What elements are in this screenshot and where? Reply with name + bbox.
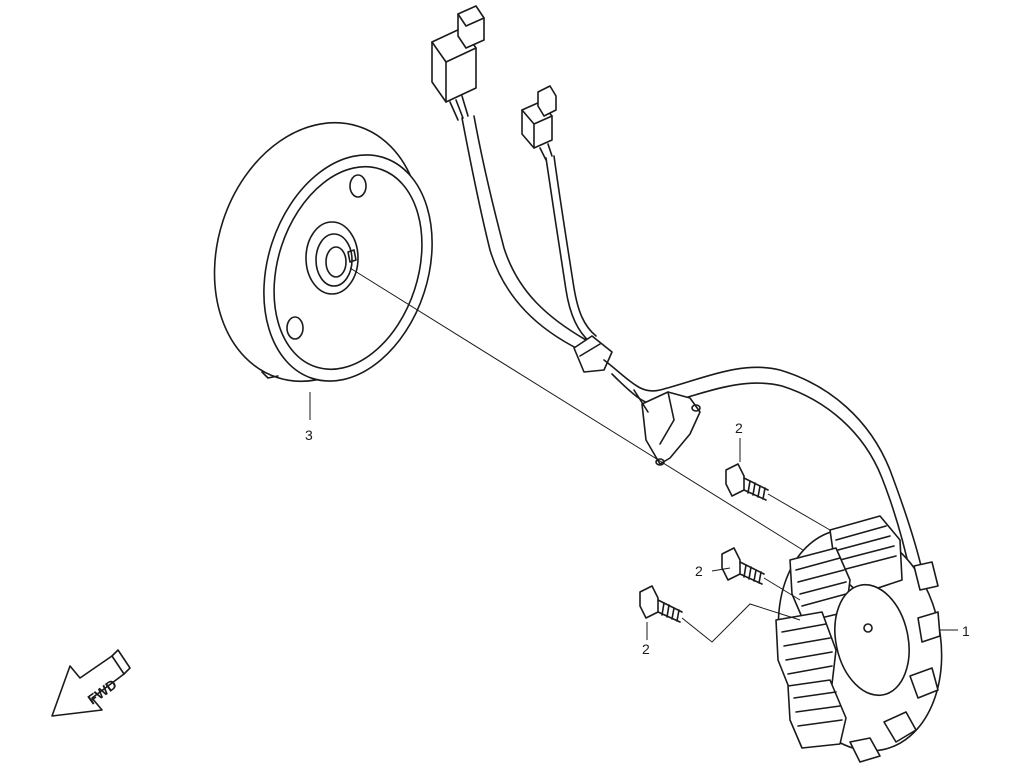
bolt-middle bbox=[721, 547, 801, 601]
leader-part-2b bbox=[711, 567, 731, 572]
wiring-harness bbox=[431, 5, 923, 573]
callout-part-2-upper: 2 bbox=[735, 420, 743, 436]
callout-part-2-middle: 2 bbox=[695, 563, 703, 579]
forward-direction-arrow: FWD bbox=[51, 649, 131, 717]
callout-part-2-lower: 2 bbox=[642, 641, 650, 657]
stator-coil-assembly bbox=[775, 515, 943, 763]
bolt-upper bbox=[725, 463, 831, 531]
callout-part-1: 1 bbox=[962, 623, 970, 639]
assembly-leader-line bbox=[349, 267, 836, 571]
callout-part-3: 3 bbox=[305, 427, 313, 443]
flywheel-rotor bbox=[213, 121, 433, 383]
bolt-lower bbox=[639, 585, 801, 643]
